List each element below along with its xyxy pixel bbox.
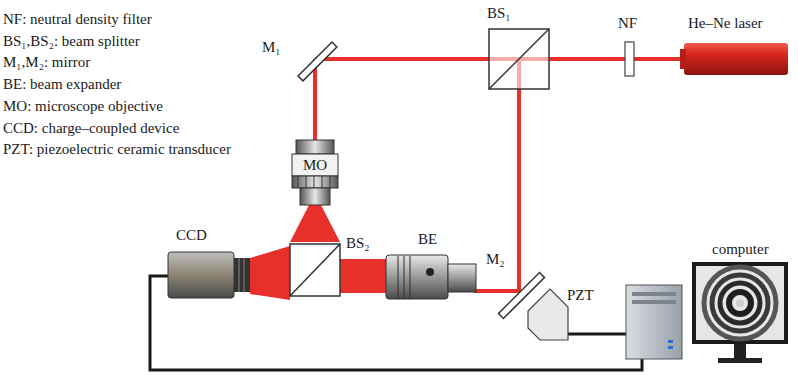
part-label: PZT	[567, 286, 594, 304]
part-label: BS₂	[346, 234, 370, 252]
part-label: MO	[303, 156, 327, 174]
legend-line: PZT: piezoelectric ceramic transducer	[3, 139, 303, 161]
part-label: computer	[712, 240, 769, 258]
part-label: He–Ne laser	[688, 14, 763, 32]
part-label: BE	[418, 230, 437, 248]
legend-line: NF: neutral density filter	[3, 9, 152, 31]
part-label: M₁	[262, 38, 281, 56]
part-label: M₂	[486, 250, 505, 268]
part-label: NF	[618, 14, 637, 32]
legend-line: BE: beam expander	[3, 74, 121, 96]
legend-line: CCD: charge–coupled device	[3, 118, 179, 140]
legend-line: MO: microscope objective	[3, 96, 163, 118]
part-label: CCD	[176, 226, 207, 244]
legend-line: M₁,M₂: mirror	[3, 52, 90, 74]
legend-line: BS₁,BS₂: beam splitter	[3, 31, 140, 53]
part-label: BS₁	[487, 4, 511, 22]
